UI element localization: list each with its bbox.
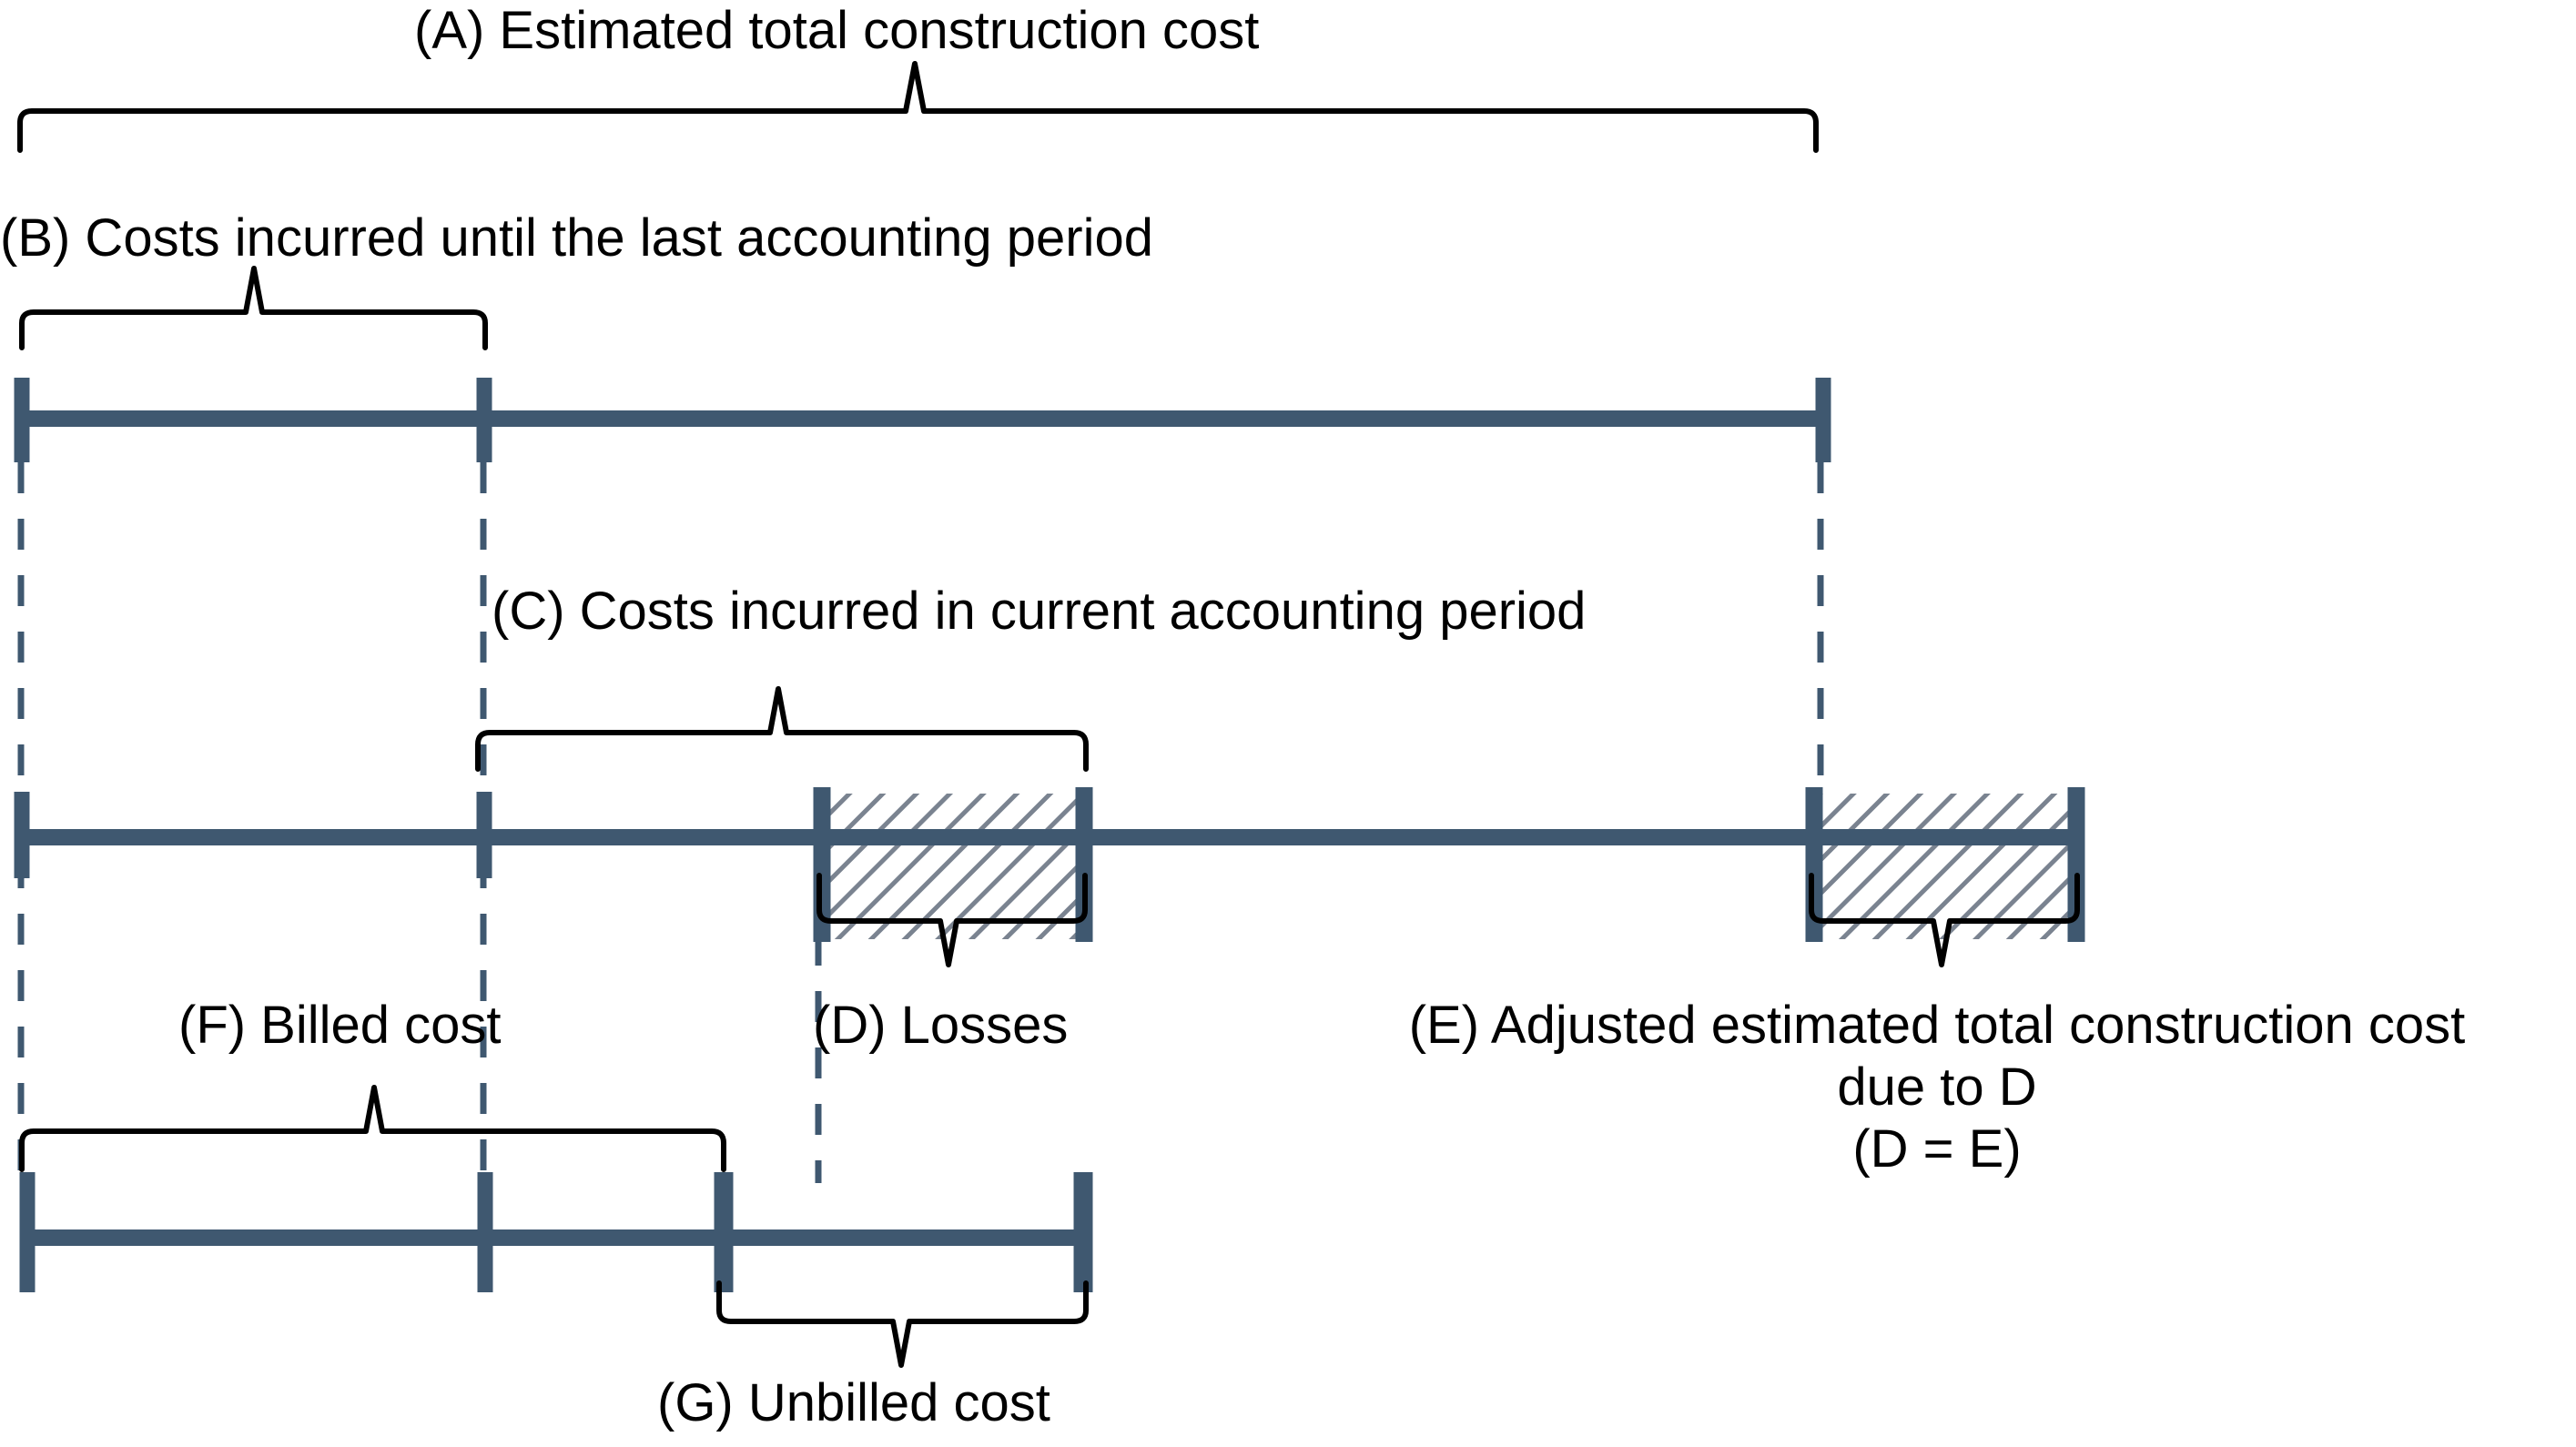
label-e-line1: (E) Adjusted estimated total constructio… [1408,996,2466,1055]
bar-middle [14,787,2085,942]
label-g-unbilled-cost: (G) Unbilled cost [657,1373,1050,1432]
label-c-costs-incurred-current-period: (C) Costs incurred in current accounting… [492,582,1587,641]
label-e-adjusted-estimated-total-construction-cost: (E) Adjusted estimated total constructio… [1300,995,2574,1180]
bar-top [14,378,1831,462]
label-a-estimated-total-construction-cost: (A) Estimated total construction cost [414,1,1260,60]
bracket-d [816,873,1088,967]
label-d-losses: (D) Losses [813,996,1069,1055]
bracket-e [1809,873,2080,967]
hatch-adjusted [1811,794,2080,939]
bar-bottom [19,1172,1093,1292]
bracket-g [716,1280,1089,1368]
bracket-c [475,686,1089,772]
label-e-line3: (D = E) [1852,1118,2022,1179]
bracket-a [17,61,1819,153]
label-b-costs-incurred-until-last-period: (B) Costs incurred until the last accoun… [0,208,1153,268]
label-f-billed-cost: (F) Billed cost [178,996,502,1055]
hatch-losses [819,794,1088,939]
label-e-line2: due to D [1837,1057,2037,1117]
bracket-b [19,266,488,350]
bracket-f [19,1085,726,1172]
